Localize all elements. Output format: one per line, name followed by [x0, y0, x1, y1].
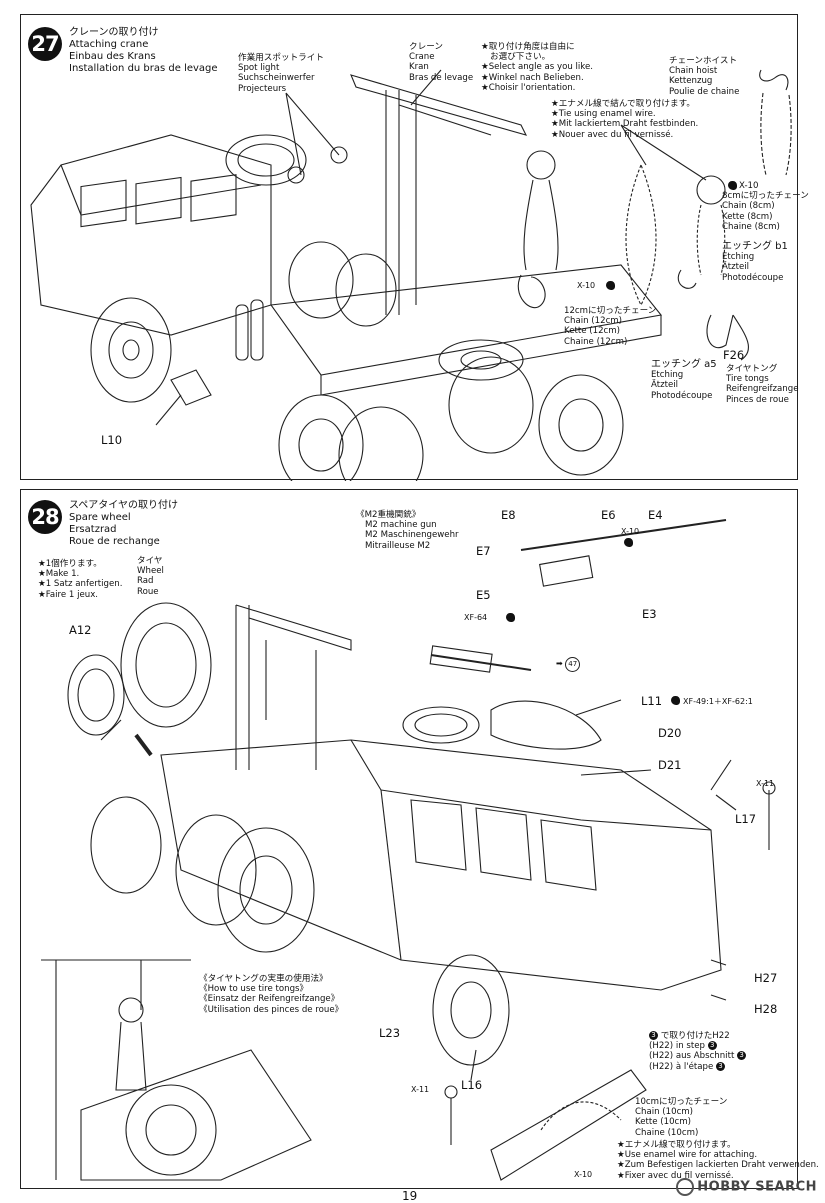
crane-assembly-drawing: [30, 69, 792, 481]
spare-wheel-assembly-drawing: [41, 519, 776, 1181]
part-e6: E6: [601, 508, 616, 522]
paint-code-x11: X-11: [411, 1085, 430, 1094]
part-e5: E5: [476, 588, 491, 602]
enamel-attach-note: ★エナメル線で取り付けます。 ★Use enamel wire for atta…: [617, 1140, 819, 1181]
make-one-note: ★1個作ります。 ★Make 1. ★1 Satz anfertigen. ★F…: [38, 559, 123, 600]
paint-mix: XF-49:1＋XF-62:1: [683, 697, 753, 706]
angle-note: ★取り付け角度は自由に お選び下さい。 ★Select angle as you…: [481, 42, 593, 93]
part-l16: L16: [461, 1078, 483, 1092]
part-d20: D20: [658, 726, 682, 740]
step-number: 27: [28, 27, 62, 61]
h22-note: 3 で取り付けたH22 (H22) in step 3 (H22) aus Ab…: [649, 1031, 747, 1072]
page-number: 19: [402, 1189, 418, 1203]
etching-a5-label: エッチング a5 Etching Ätzteil Photodécoupe: [651, 359, 717, 401]
hobby-search-logo-icon: [676, 1178, 695, 1196]
step-27-panel: 27 クレーンの取り付け Attaching crane Einbau des …: [20, 14, 809, 481]
chain-8cm-label: X-10 8cmに切ったチェーン Chain (8cm) Kette (8cm)…: [722, 181, 809, 232]
paint-drop-icon: [506, 613, 515, 622]
paint-code-x10: X-10: [577, 281, 596, 290]
step-28-panel: 28 スペアタイヤの取り付け Spare wheel Ersatzrad Rou…: [20, 489, 819, 1189]
part-a12: A12: [69, 623, 92, 637]
paint-code-x10: X-10: [574, 1170, 593, 1179]
part-h27: H27: [754, 971, 778, 985]
part-e4: E4: [648, 508, 663, 522]
wheel-label: タイヤ Wheel Rad Roue: [137, 556, 164, 597]
etching-b1-label: エッチング b1 Etching Ätzteil Photodécoupe: [722, 241, 788, 283]
tire-tongs-label: タイヤトング Tire tongs Reifengreifzange Pince…: [726, 364, 799, 405]
chain-10cm-label: 10cmに切ったチェーン Chain (10cm) Kette (10cm) C…: [635, 1097, 728, 1138]
part-l23: L23: [379, 1026, 401, 1040]
paint-drop-icon: [624, 538, 633, 547]
machine-gun-label: 《M2重機関銃》 M2 machine gun M2 Maschinengewe…: [356, 510, 459, 551]
tire-tongs-usage-label: 《タイヤトングの実車の使用法》 《How to use tire tongs》 …: [199, 974, 344, 1015]
paint-drop-icon: [728, 181, 737, 190]
part-l11: L11: [641, 694, 663, 708]
step-ref-arrow: ➡ 47: [556, 657, 581, 672]
part-e7: E7: [476, 544, 491, 558]
paint-code-xf64: XF-64: [464, 613, 488, 622]
part-e8: E8: [501, 508, 516, 522]
chain-hoist-label: チェーンホイスト Chain hoist Kettenzug Poulie de…: [669, 56, 740, 97]
part-l17: L17: [735, 812, 757, 826]
paint-drop-icon: [671, 696, 680, 705]
chain-12cm-label: 12cmに切ったチェーン Chain (12cm) Kette (12cm) C…: [564, 306, 657, 347]
crane-label: クレーン Crane Kran Bras de levage: [409, 42, 474, 83]
paint-code-x11: X-11: [756, 779, 775, 788]
step-number: 28: [28, 500, 62, 534]
step-title: クレーンの取り付け Attaching crane Einbau des Kra…: [69, 27, 218, 74]
paint-drop-icon: [606, 281, 615, 290]
part-f26: F26: [723, 348, 745, 362]
part-e3: E3: [642, 607, 657, 621]
step-title: スペアタイヤの取り付け Spare wheel Ersatzrad Roue d…: [69, 500, 178, 547]
watermark: HOBBY SEARCH: [676, 1178, 817, 1196]
part-d21: D21: [658, 758, 682, 772]
paint-code-x10: X-10: [621, 527, 640, 536]
enamel-wire-note: ★エナメル線で結んで取り付けます。 ★Tie using enamel wire…: [551, 99, 699, 140]
spotlight-label: 作業用スポットライト Spot light Suchscheinwerfer P…: [238, 53, 324, 94]
part-l10: L10: [101, 433, 123, 447]
part-h28: H28: [754, 1002, 778, 1016]
